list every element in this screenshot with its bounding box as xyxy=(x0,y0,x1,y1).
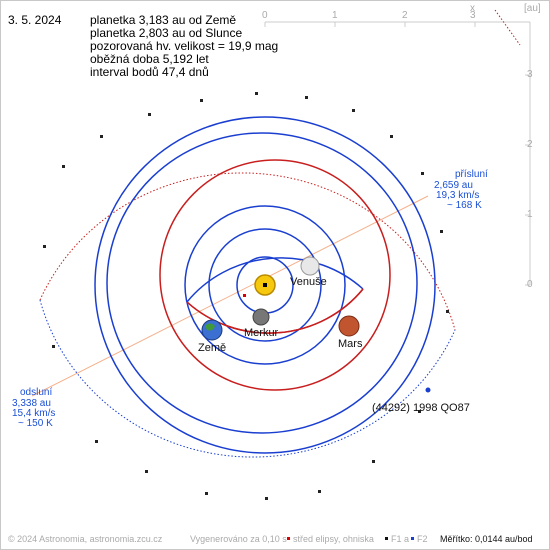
footer-legend-center: střed elipsy, ohniska xyxy=(293,534,374,544)
ellipse-center-marker xyxy=(243,294,246,297)
legend-center-dot xyxy=(287,537,290,540)
earth-land-shape xyxy=(205,323,215,331)
y-tick-1: 1 xyxy=(527,209,533,220)
asteroid-name-label: (44292) 1998 QO87 xyxy=(372,402,470,414)
legend-f1-dot xyxy=(385,537,388,540)
asteroid-orbit-blue xyxy=(39,299,456,458)
aphelion-temp: ~ 150 K xyxy=(18,418,53,429)
axis-ticks xyxy=(264,22,530,286)
earth-label: Země xyxy=(198,342,227,354)
info-line-4: oběžná doba 5,192 let xyxy=(90,52,209,66)
asteroid-position-marker xyxy=(425,387,431,393)
y-tick-3: 3 xyxy=(527,69,533,80)
info-line-1: planetka 3,183 au od Země xyxy=(90,13,237,27)
aphelion-distance: 3,338 au xyxy=(12,398,51,409)
outer-orbit-fragment xyxy=(494,9,521,46)
footer-legend-f2: F2 xyxy=(417,534,428,544)
footer-scale: Měřítko: 0,0144 au/bod xyxy=(440,534,533,544)
footer-copyright: © 2024 Astronomia, astronomia.zcu.cz xyxy=(8,534,163,544)
info-line-5: interval bodů 47,4 dnů xyxy=(90,65,209,79)
venus-icon xyxy=(300,256,320,276)
sun-focus-marker xyxy=(263,283,267,287)
x-tick-3: 3 xyxy=(470,10,476,21)
mars-orbit-outer xyxy=(159,159,391,391)
perihelion-title: přísluní xyxy=(455,169,488,180)
info-line-2: planetka 2,803 au od Slunce xyxy=(90,26,243,40)
mercury-icon xyxy=(252,308,270,326)
aphelion-speed: 15,4 km/s xyxy=(12,408,56,419)
footer-legend-f1: F1 a xyxy=(391,534,410,544)
aphelion-title: odsluní xyxy=(20,387,53,398)
mercury-label: Merkur xyxy=(244,327,279,339)
asteroid-orbit-red xyxy=(39,172,456,331)
venus-label: Venuše xyxy=(290,276,327,288)
x-axis-label: x xyxy=(470,3,475,14)
perihelion-speed: 19,3 km/s xyxy=(436,190,480,201)
y-tick-2: 2 xyxy=(527,139,533,150)
mars-orbit-blue xyxy=(186,257,364,303)
apsis-line xyxy=(31,195,429,397)
x-tick-0: 0 xyxy=(262,10,268,21)
venus-orbit xyxy=(208,228,322,342)
legend-f2-dot xyxy=(411,537,414,540)
date-label: 3. 5. 2024 xyxy=(8,13,62,27)
info-line-3: pozorovaná hv. velikost = 19,9 mag xyxy=(90,39,279,53)
footer-generated: Vygenerováno za 0,10 s xyxy=(190,534,287,544)
mars-label: Mars xyxy=(338,338,363,350)
mars-orbit-red-overlay xyxy=(186,288,364,334)
x-tick-2: 2 xyxy=(402,10,408,21)
inner-blue-orbit xyxy=(106,132,418,434)
unit-label: [au] xyxy=(524,3,541,14)
mars-icon xyxy=(338,315,360,337)
y-tick-0: 0 xyxy=(527,279,533,290)
earth-orbit xyxy=(184,205,346,365)
asteroid-orbit-points xyxy=(43,92,449,500)
x-tick-1: 1 xyxy=(332,10,338,21)
jupiter-orbit xyxy=(94,116,436,454)
perihelion-distance: 2,659 au xyxy=(434,180,473,191)
perihelion-temp: ~ 168 K xyxy=(447,200,482,211)
